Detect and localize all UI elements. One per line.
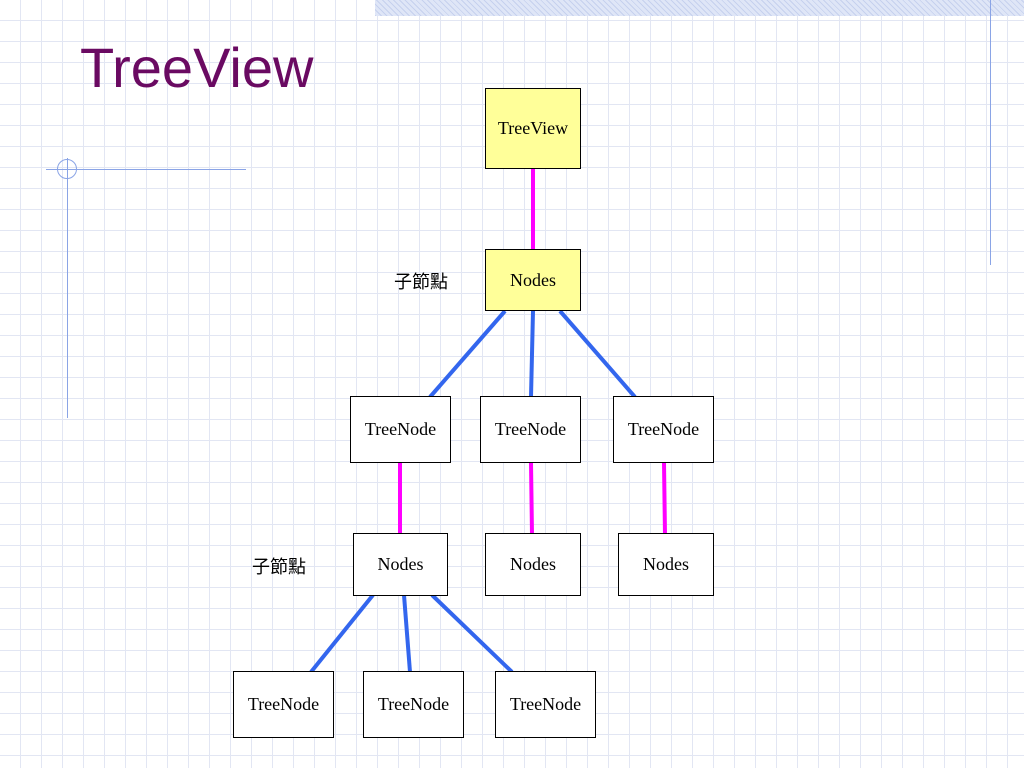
child-nodes-label-2: 子節點 xyxy=(252,557,306,578)
decor-horizontal-line xyxy=(46,169,246,170)
node-treenode-level2-3: TreeNode xyxy=(613,396,714,463)
node-nodes-level3-2: Nodes xyxy=(485,533,581,596)
node-nodes-level1: Nodes xyxy=(485,249,581,311)
connector-nodes-to-treenode-1 xyxy=(428,309,507,399)
connector-nodes-to-treenode-2 xyxy=(529,310,535,398)
node-nodes-level3-3: Nodes xyxy=(618,533,714,596)
node-treenode-level4-3: TreeNode xyxy=(495,671,596,738)
connector-nodes-to-treenode-3 xyxy=(558,309,637,399)
decor-vertical-line xyxy=(67,158,68,418)
node-nodes-level3-1: Nodes xyxy=(353,533,448,596)
child-nodes-label-1: 子節點 xyxy=(394,272,448,293)
node-treenode-level2-1: TreeNode xyxy=(350,396,451,463)
connector-treenode-2-to-nodes xyxy=(529,462,534,536)
connector-subnodes-to-leaf-1 xyxy=(309,593,375,674)
slide-title: TreeView xyxy=(80,36,314,99)
node-treenode-level2-2: TreeNode xyxy=(480,396,581,463)
connector-subnodes-to-leaf-3 xyxy=(430,593,514,674)
decor-circle xyxy=(57,159,77,179)
connector-subnodes-to-leaf-2 xyxy=(402,594,412,673)
node-treeview-root: TreeView xyxy=(485,88,581,169)
header-band xyxy=(375,0,1024,16)
node-treenode-level4-2: TreeNode xyxy=(363,671,464,738)
decor-right-vertical-line xyxy=(990,0,991,265)
connector-treenode-3-to-nodes xyxy=(662,462,667,536)
node-treenode-level4-1: TreeNode xyxy=(233,671,334,738)
